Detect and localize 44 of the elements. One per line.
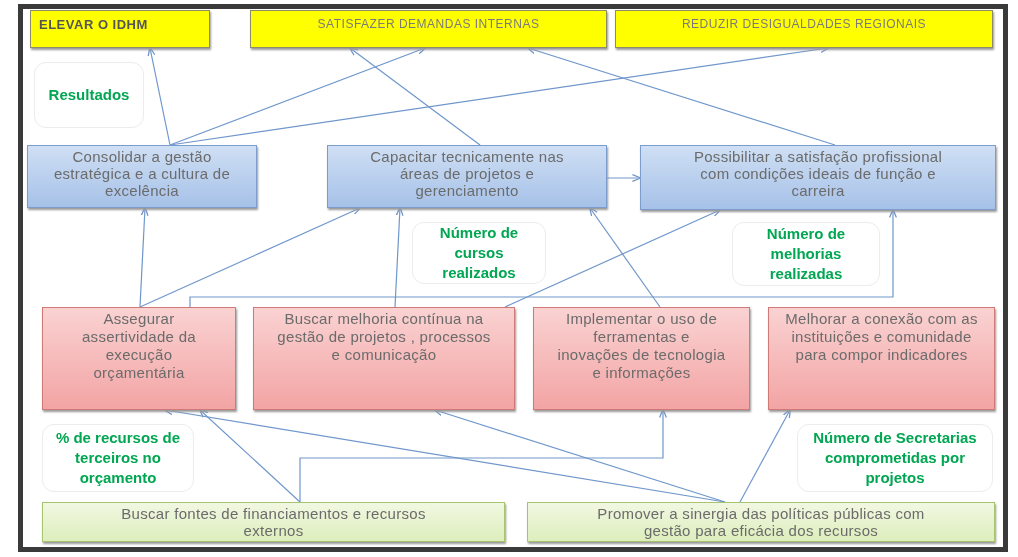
indicator-label: Número de melhorias realizadas (765, 224, 847, 284)
process-box (533, 307, 750, 410)
indicator-label: % de recursos de terceiros no orçamento (54, 428, 182, 488)
arrow (169, 46, 427, 146)
arrow (739, 408, 792, 503)
arrow (139, 206, 149, 308)
node-text: Melhorar a conexão com as instituições e comunidade para compor indicadores (784, 310, 979, 364)
arrow (147, 46, 171, 146)
node-text: Promover a sinergia das políticas públicas com gestão para eficácia dos recursos (596, 505, 926, 539)
arrow (348, 46, 481, 146)
node-text: Assegurar assertividade da execução orçamentária (80, 310, 197, 382)
indicator-label: Número de cursos realizados (438, 223, 520, 283)
node-text: Implementar o uso de ferramentas e inovações de tecnologia e informações (556, 310, 727, 382)
arrow (139, 207, 362, 308)
arrow (588, 206, 661, 308)
node-text: SATISFAZER DEMANDAS INTERNAS (317, 17, 540, 31)
arrow (189, 208, 897, 308)
node-text: REDUZIR DESIGUALDADES REGIONAIS (681, 17, 927, 31)
indicator-label: Resultados (48, 85, 130, 105)
node-text: ELEVAR O IDHM (39, 17, 148, 32)
node-text: Buscar fontes de financiamentos e recursos externos (120, 505, 427, 539)
arrow (433, 408, 726, 503)
objective-box (27, 145, 257, 208)
objective-box (640, 145, 996, 210)
arrow (198, 408, 301, 503)
process-box (253, 307, 515, 410)
process-box (768, 307, 995, 410)
goal-box (615, 10, 993, 48)
process-box (42, 307, 236, 410)
arrow (526, 46, 836, 146)
indicator-label: Número de Secretarias comprometidas por projetos (812, 428, 978, 488)
arrow (394, 206, 404, 308)
finance-box (527, 502, 995, 542)
arrow (299, 408, 667, 503)
arrow (504, 209, 722, 308)
node-text: Buscar melhoria contínua na gestão de projetos , processos e comunicação (276, 310, 492, 364)
finance-box (42, 502, 505, 542)
goal-box (250, 10, 607, 48)
goal-box (30, 10, 210, 48)
node-text: Consolidar a gestão estratégica e a cultura de excelência (52, 148, 232, 199)
objective-box (327, 145, 607, 208)
arrow (606, 174, 642, 182)
node-text: Capacitar tecnicamente nas áreas de projetos e gerenciamento (369, 148, 565, 199)
node-text: Possibilitar a satisfação profissional com condições ideais de função e carreira (692, 148, 944, 199)
